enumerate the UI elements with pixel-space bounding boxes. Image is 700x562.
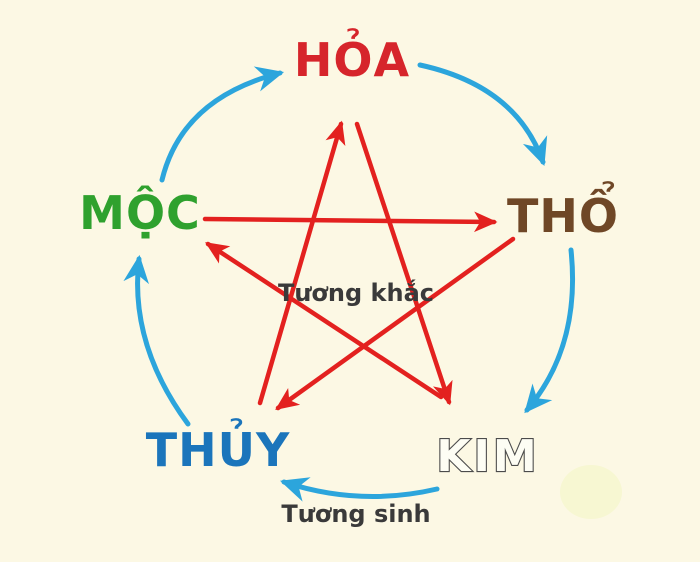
sinh-arrow-tho-to-kim xyxy=(524,247,576,414)
sinh-arrow-moc-to-hoa xyxy=(159,66,285,183)
node-label-kim: KIM xyxy=(436,431,539,482)
khac-arrow-moc-to-tho xyxy=(202,211,498,233)
node-label-thuy: THỦY xyxy=(146,418,291,477)
khac-arrow-thuy-to-hoa xyxy=(257,120,346,406)
sinh-arrow-thuy-to-moc xyxy=(123,254,191,427)
watermark-blob xyxy=(560,465,622,519)
node-label-moc: MỘC xyxy=(79,186,201,240)
tuong-khac-label: Tương khắc xyxy=(278,278,434,307)
khac-arrow-tho-to-thuy xyxy=(275,236,516,411)
node-label-tho: THỔ xyxy=(507,181,619,243)
tuong-sinh-label: Tương sinh xyxy=(281,500,430,528)
khac-arrow-kim-to-moc xyxy=(205,241,444,400)
khac-arrow-hoa-to-kim xyxy=(354,121,453,406)
node-label-hoa: HỎA xyxy=(294,28,410,87)
sinh-arrow-hoa-to-tho xyxy=(417,62,548,166)
sinh-arrow-kim-to-thuy xyxy=(280,477,440,502)
